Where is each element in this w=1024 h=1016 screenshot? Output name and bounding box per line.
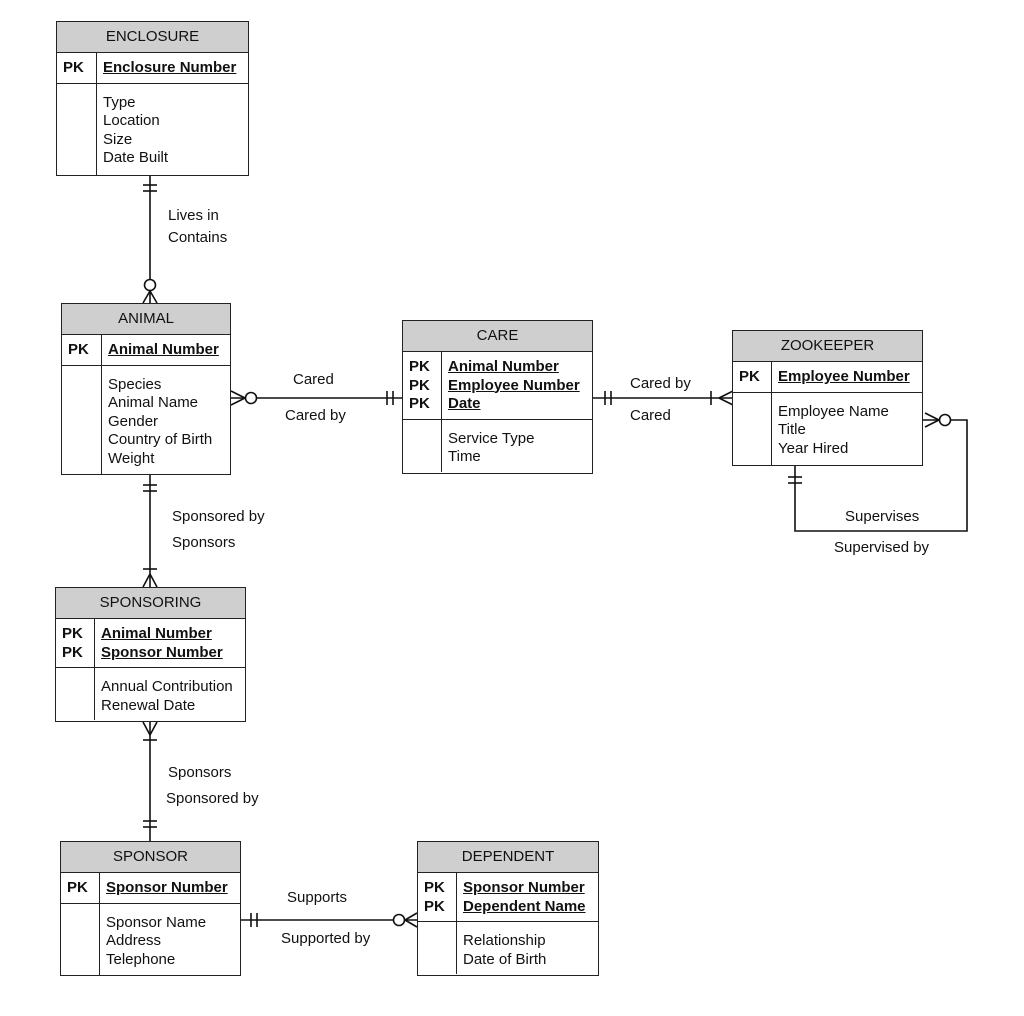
attributes-section: Relationship Date of Birth xyxy=(418,922,598,974)
pk-field: Date xyxy=(448,395,481,412)
entity-title: ANIMAL xyxy=(62,304,230,335)
pk-label: PK xyxy=(67,879,88,896)
relationship-label: Sponsors xyxy=(172,534,236,551)
relationship-label: Sponsored by xyxy=(172,508,265,525)
relationship-label: Sponsored by xyxy=(166,790,259,807)
attributes-section: Sponsor Name Address Telephone xyxy=(61,903,240,976)
pk-label: PK xyxy=(409,358,430,375)
pk-label: PK xyxy=(409,376,430,394)
pk-section: PK PK Sponsor Number Dependent Name xyxy=(418,873,598,922)
pk-field: Sponsor Number xyxy=(101,643,223,661)
attribute: Relationship xyxy=(463,932,546,949)
attribute: Title xyxy=(778,421,806,438)
entity-title: SPONSORING xyxy=(56,588,245,619)
pk-label: PK xyxy=(62,643,83,661)
pk-section: PK Employee Number xyxy=(733,362,922,393)
attribute: Address xyxy=(106,932,162,949)
pk-field: Employee Number xyxy=(778,368,910,385)
attribute: Type xyxy=(103,93,136,111)
entity-title: DEPENDENT xyxy=(418,842,598,873)
attribute: Sponsor Name xyxy=(106,913,207,931)
pk-label: PK xyxy=(62,625,83,642)
pk-section: PK Sponsor Number xyxy=(61,873,240,904)
relationship-label: Supervised by xyxy=(834,539,930,556)
connector-sponsoring-sponsor xyxy=(142,721,158,841)
attributes-section: Annual Contribution Renewal Date xyxy=(56,668,245,720)
pk-section: PK PK PK Animal Number Employee Number D… xyxy=(403,352,592,420)
entity-enclosure: ENCLOSURE PK Enclosure Number Type Locat… xyxy=(56,21,249,176)
entity-animal: ANIMAL PK Animal Number Species Animal N… xyxy=(61,303,231,475)
pk-field: Sponsor Number xyxy=(106,879,228,896)
entity-title: CARE xyxy=(403,321,592,352)
pk-field: Enclosure Number xyxy=(103,59,237,76)
relationship-label: Cared by xyxy=(630,375,691,392)
pk-label: PK xyxy=(739,368,760,385)
connector-sponsor-dependent xyxy=(241,912,418,928)
attributes-section: Species Animal Name Gender Country of Bi… xyxy=(62,365,230,475)
attributes-section: Service Type Time xyxy=(403,419,592,472)
pk-field: Sponsor Number xyxy=(463,879,585,896)
entity-title: ZOOKEEPER xyxy=(733,331,922,362)
entity-zookeeper: ZOOKEEPER PK Employee Number Employee Na… xyxy=(732,330,923,466)
relationship-label: Contains xyxy=(168,229,228,246)
attribute: Species xyxy=(108,375,162,393)
attribute: Date of Birth xyxy=(463,950,547,968)
relationship-label: Sponsors xyxy=(168,764,232,781)
pk-field: Animal Number xyxy=(448,358,559,375)
relationship-label: Supports xyxy=(287,889,348,906)
attribute: Time xyxy=(448,448,481,465)
pk-field: Animal Number xyxy=(108,341,219,358)
entity-sponsoring: SPONSORING PK PK Animal Number Sponsor N… xyxy=(55,587,246,722)
pk-section: PK Animal Number xyxy=(62,335,230,366)
attribute: Renewal Date xyxy=(101,696,196,714)
entity-dependent: DEPENDENT PK PK Sponsor Number Dependent… xyxy=(417,841,599,976)
pk-section: PK PK Animal Number Sponsor Number xyxy=(56,619,245,668)
attribute: Weight xyxy=(108,449,155,467)
entity-care: CARE PK PK PK Animal Number Employee Num… xyxy=(402,320,593,474)
attributes-section: Employee Name Title Year Hired xyxy=(733,392,922,466)
connector-animal-care xyxy=(230,390,403,406)
attribute: Gender xyxy=(108,412,159,430)
attribute: Year Hired xyxy=(778,439,849,457)
pk-label: PK xyxy=(63,59,84,76)
attribute: Telephone xyxy=(106,950,176,968)
relationship-label: Lives in xyxy=(168,207,219,224)
pk-label: PK xyxy=(424,897,445,915)
pk-field: Employee Number xyxy=(448,376,580,394)
pk-label: PK xyxy=(68,341,89,358)
connector-animal-sponsoring xyxy=(142,475,158,588)
entity-title: SPONSOR xyxy=(61,842,240,873)
connector-enclosure-animal xyxy=(142,176,158,304)
pk-field: Dependent Name xyxy=(463,897,586,915)
attribute: Location xyxy=(103,112,160,129)
relationship-label: Supervises xyxy=(845,508,920,525)
connector-zookeeper-self xyxy=(788,412,968,532)
entity-title: ENCLOSURE xyxy=(57,22,248,53)
entity-sponsor: SPONSOR PK Sponsor Number Sponsor Name A… xyxy=(60,841,241,976)
attribute: Size xyxy=(103,130,133,148)
attribute: Service Type xyxy=(448,429,535,447)
pk-field: Animal Number xyxy=(101,625,212,642)
attributes-section: Type Location Size Date Built xyxy=(57,83,248,176)
pk-label: PK xyxy=(409,395,430,412)
pk-label: PK xyxy=(424,879,445,896)
attribute: Employee Name xyxy=(778,402,889,420)
attribute: Animal Name xyxy=(108,394,199,411)
relationship-label: Cared by xyxy=(285,407,346,424)
relationship-label: Supported by xyxy=(281,930,371,947)
pk-section: PK Enclosure Number xyxy=(57,53,248,84)
attribute: Date Built xyxy=(103,149,169,166)
relationship-label: Cared xyxy=(293,371,334,388)
attribute: Annual Contribution xyxy=(101,678,233,695)
attribute: Country of Birth xyxy=(108,431,213,448)
relationship-label: Cared xyxy=(630,407,671,424)
connector-care-zookeeper xyxy=(593,390,734,406)
